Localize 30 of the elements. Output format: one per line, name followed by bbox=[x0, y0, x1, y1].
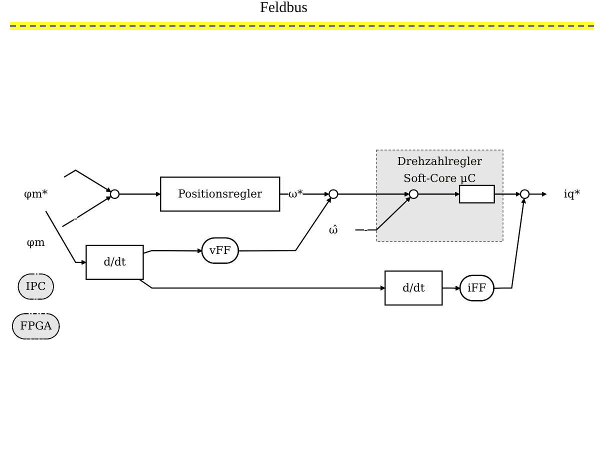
arrow bbox=[238, 198, 332, 252]
arrow bbox=[529, 192, 547, 197]
node-circle bbox=[328, 189, 338, 200]
node-circle bbox=[110, 189, 120, 200]
arrow bbox=[143, 248, 202, 254]
node-text: ω̂ bbox=[328, 223, 338, 236]
node-text: φm* bbox=[24, 188, 48, 200]
arrow bbox=[338, 192, 410, 197]
cluster: Drehzahlregler Soft-Core μC bbox=[376, 150, 504, 242]
node-box bbox=[458, 184, 495, 204]
node-circle bbox=[408, 189, 419, 200]
edge-label: - bbox=[364, 223, 368, 236]
edge-label: ω* bbox=[288, 188, 303, 200]
edge-label: - bbox=[74, 212, 78, 225]
arrow bbox=[494, 198, 526, 289]
arrow bbox=[494, 192, 521, 197]
node-text: φm bbox=[26, 236, 45, 249]
arrow bbox=[138, 278, 386, 291]
arrow bbox=[62, 196, 112, 228]
arrow bbox=[64, 170, 112, 192]
arrow bbox=[442, 286, 461, 291]
node-circle bbox=[520, 189, 530, 200]
node-box: Positionsregler bbox=[160, 176, 280, 212]
node-box: d/dt bbox=[384, 270, 443, 306]
node-box: d/dt bbox=[86, 244, 144, 280]
bus-label: Feldbus bbox=[260, 0, 308, 17]
arrow bbox=[418, 192, 460, 197]
arrow bbox=[355, 196, 411, 231]
node-text: iq* bbox=[564, 188, 580, 200]
arrow bbox=[119, 192, 161, 197]
